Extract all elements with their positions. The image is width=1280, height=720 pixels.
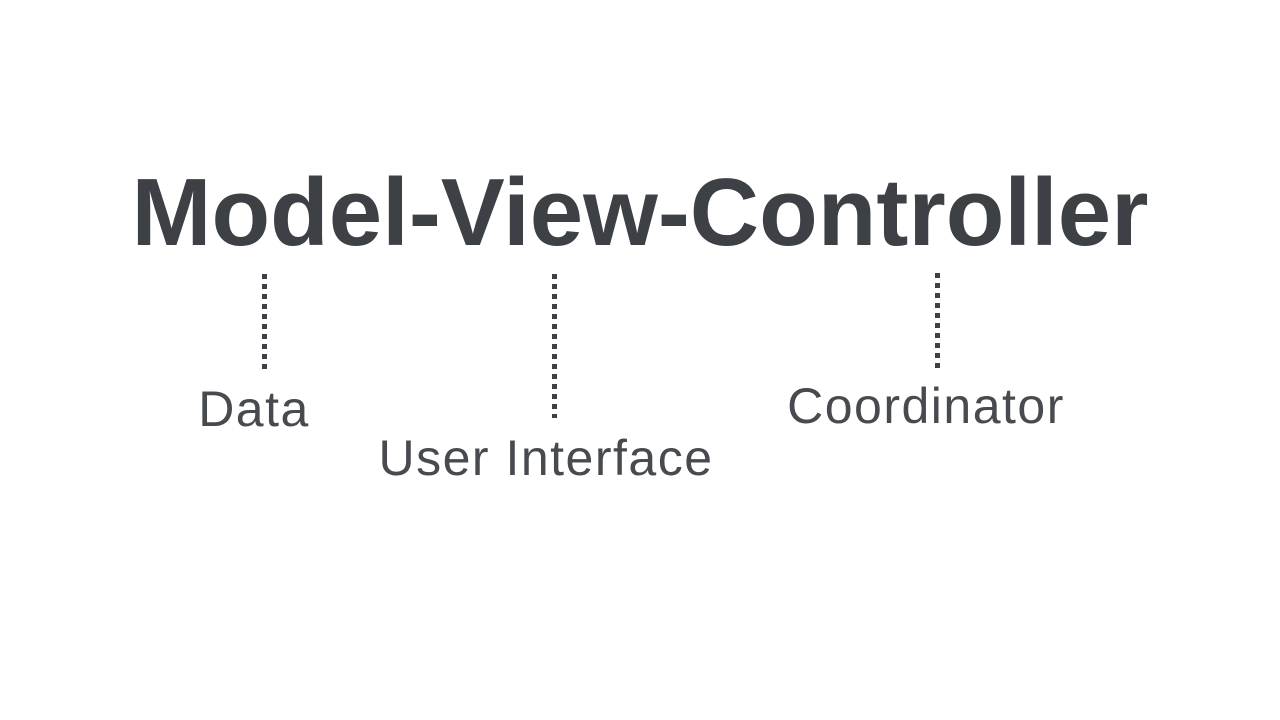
model-annotation-label: Data <box>198 381 310 437</box>
model-dotted-connector-line <box>262 274 267 369</box>
view-dotted-connector-line <box>552 274 557 418</box>
diagram-title: Model-View-Controller <box>131 159 1149 266</box>
controller-annotation-label: Coordinator <box>787 378 1065 434</box>
view-annotation-label: User Interface <box>378 430 714 486</box>
controller-dotted-connector-line <box>935 273 940 369</box>
